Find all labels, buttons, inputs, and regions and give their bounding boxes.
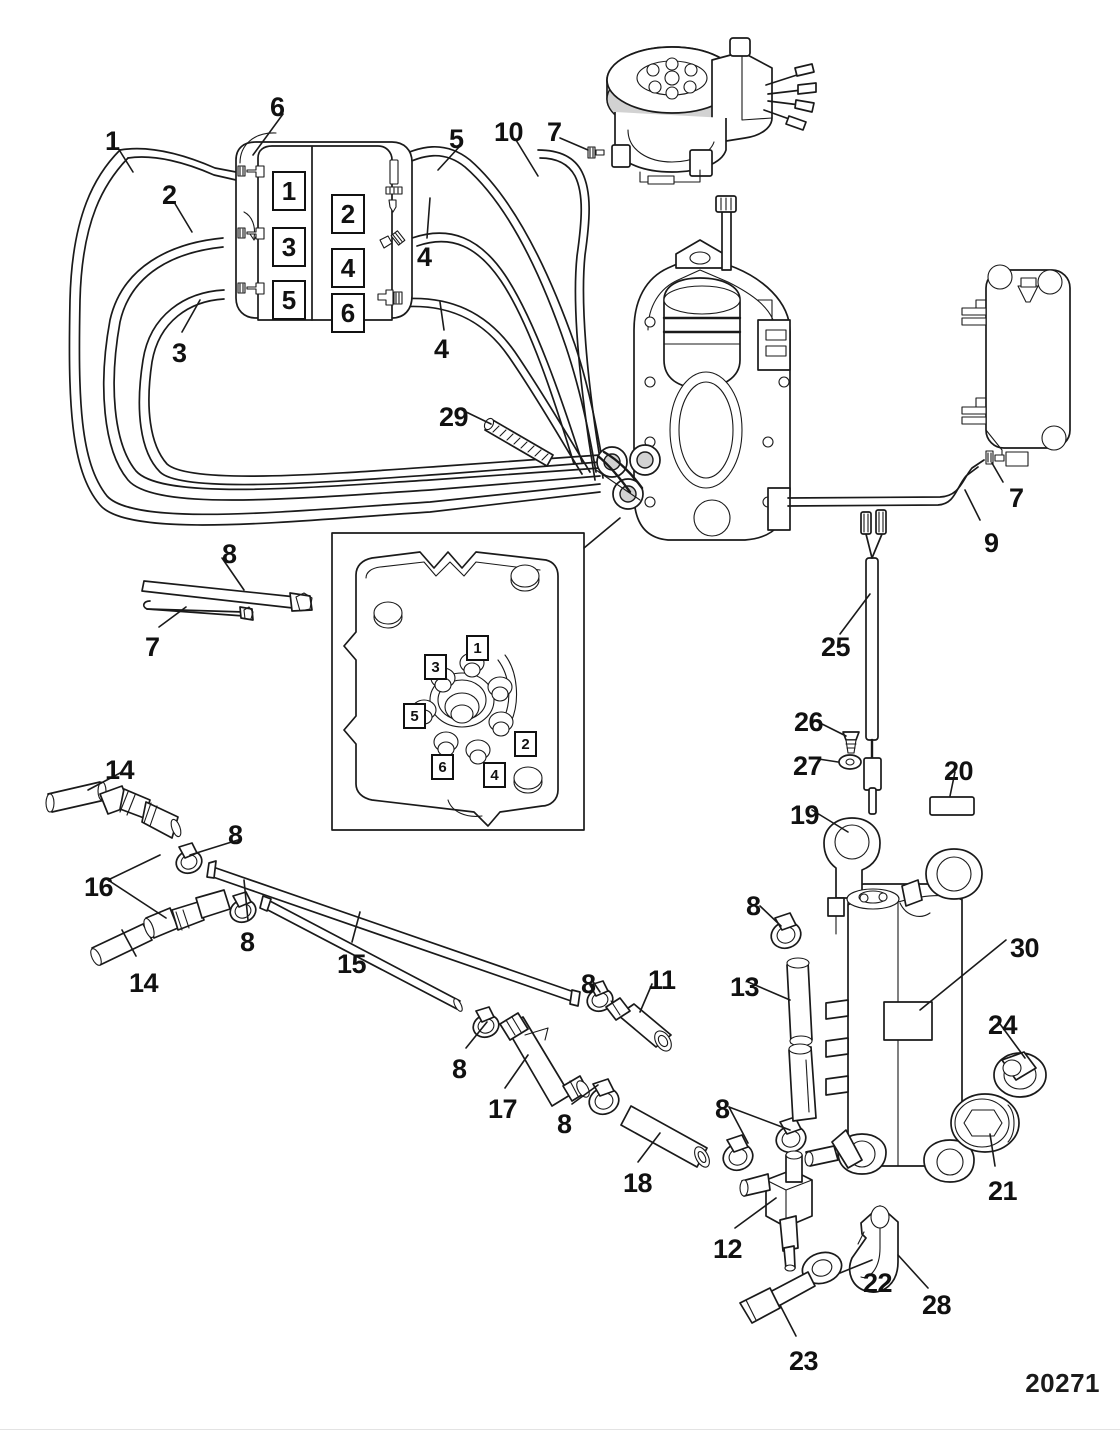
callout-13: 13	[730, 972, 760, 1002]
screw-26	[842, 731, 860, 754]
callout-9: 9	[984, 528, 999, 558]
dipstick-assembly	[860, 509, 887, 815]
drawing-number: 20271	[1025, 1368, 1100, 1398]
oil-cooler-assembly	[961, 264, 1071, 467]
callout-8-h: 8	[746, 891, 761, 921]
fuel-hose-bundle	[68, 146, 605, 526]
callout-17: 17	[488, 1094, 518, 1124]
callout-12: 12	[713, 1234, 743, 1264]
valve-12	[739, 1150, 813, 1272]
callout-15: 15	[337, 949, 367, 979]
callout-8-c: 8	[240, 927, 255, 957]
hose-13-lower	[788, 1043, 817, 1122]
bolt-23	[739, 1271, 816, 1324]
callout-10: 10	[494, 117, 524, 147]
hose-14-top	[45, 781, 107, 813]
inset-port-5: 5	[403, 703, 426, 729]
inset-detail-box	[331, 517, 621, 831]
fuel-rail-assembly	[235, 132, 413, 321]
clamp-8-d	[586, 980, 614, 1013]
flywheel-assembly	[587, 37, 817, 185]
callout-14-lower: 14	[129, 968, 159, 998]
hose-14-bottom	[90, 923, 153, 966]
callout-7-cooler: 7	[1009, 483, 1024, 513]
connector-16-top	[99, 785, 182, 839]
drain-plug-21	[950, 1093, 1020, 1153]
clip-28	[848, 1205, 899, 1293]
clamp-8-c	[472, 1006, 500, 1039]
callout-leaders	[87, 113, 1026, 1337]
inset-port-6: 6	[431, 754, 454, 780]
rail-port-6: 6	[331, 293, 365, 333]
fitting-11	[605, 997, 672, 1052]
fuel-filter-17	[499, 1012, 590, 1107]
callout-22: 22	[863, 1268, 893, 1298]
inset-port-4: 4	[483, 762, 506, 788]
callout-30: 30	[1010, 933, 1040, 963]
callout-20: 20	[944, 756, 974, 786]
clamp-8-e	[588, 1078, 620, 1116]
callout-29: 29	[439, 402, 469, 432]
callout-8-e: 8	[581, 969, 596, 999]
clamp-8-f	[722, 1134, 754, 1172]
rail-port-5: 5	[272, 280, 306, 320]
callout-28: 28	[922, 1290, 952, 1320]
callout-5: 5	[449, 124, 464, 154]
injector-connector-cluster	[595, 444, 661, 510]
rail-port-4: 4	[331, 248, 365, 288]
callout-7-top: 7	[547, 117, 562, 147]
inset-port-3: 3	[424, 654, 447, 680]
callout-4-lower: 4	[434, 334, 449, 364]
hose-spring-29	[483, 417, 554, 467]
hose-13-upper	[786, 957, 813, 1047]
washer-22	[801, 1251, 843, 1285]
inset-port-1: 1	[466, 635, 489, 661]
callout-14-upper: 14	[105, 755, 135, 785]
rail-port-3: 3	[272, 227, 306, 267]
washer-27	[838, 754, 862, 770]
callout-16: 16	[84, 872, 114, 902]
callout-26: 26	[794, 707, 824, 737]
label-20	[929, 796, 975, 816]
connector-16-bottom	[143, 889, 231, 939]
callout-6: 6	[270, 92, 285, 122]
inset-port-2: 2	[514, 731, 537, 757]
engine-block-assembly	[595, 195, 985, 541]
callout-23: 23	[789, 1346, 819, 1376]
hose-15	[206, 860, 581, 1012]
vapor-separator-tank	[804, 817, 983, 1183]
fitting-24	[993, 1051, 1047, 1098]
callout-19: 19	[790, 800, 820, 830]
callout-8-tie: 8	[222, 539, 237, 569]
clamp-8-b	[229, 891, 257, 924]
callout-11: 11	[648, 965, 676, 995]
callout-27: 27	[793, 751, 823, 781]
callout-4-upper: 4	[417, 242, 432, 272]
callout-8-g: 8	[715, 1094, 730, 1124]
callout-8-f: 8	[557, 1109, 572, 1139]
callout-7-tie: 7	[145, 632, 160, 662]
callout-21: 21	[988, 1176, 1018, 1206]
hose-18	[620, 1105, 710, 1168]
callout-8-b: 8	[228, 820, 243, 850]
cable-tie-small-7	[142, 600, 254, 621]
callout-24: 24	[988, 1010, 1018, 1040]
callout-18: 18	[623, 1168, 653, 1198]
cable-tie-long-8	[141, 580, 313, 612]
clamp-8-g	[775, 1116, 807, 1154]
clamp-8-a	[175, 842, 203, 875]
callout-8-d: 8	[452, 1054, 467, 1084]
callout-2: 2	[162, 180, 177, 210]
clamp-8-h	[770, 912, 802, 950]
callout-3: 3	[172, 338, 187, 368]
callout-25: 25	[821, 632, 851, 662]
rail-port-2: 2	[331, 194, 365, 234]
callout-1: 1	[105, 126, 120, 156]
rail-port-1: 1	[272, 171, 306, 211]
